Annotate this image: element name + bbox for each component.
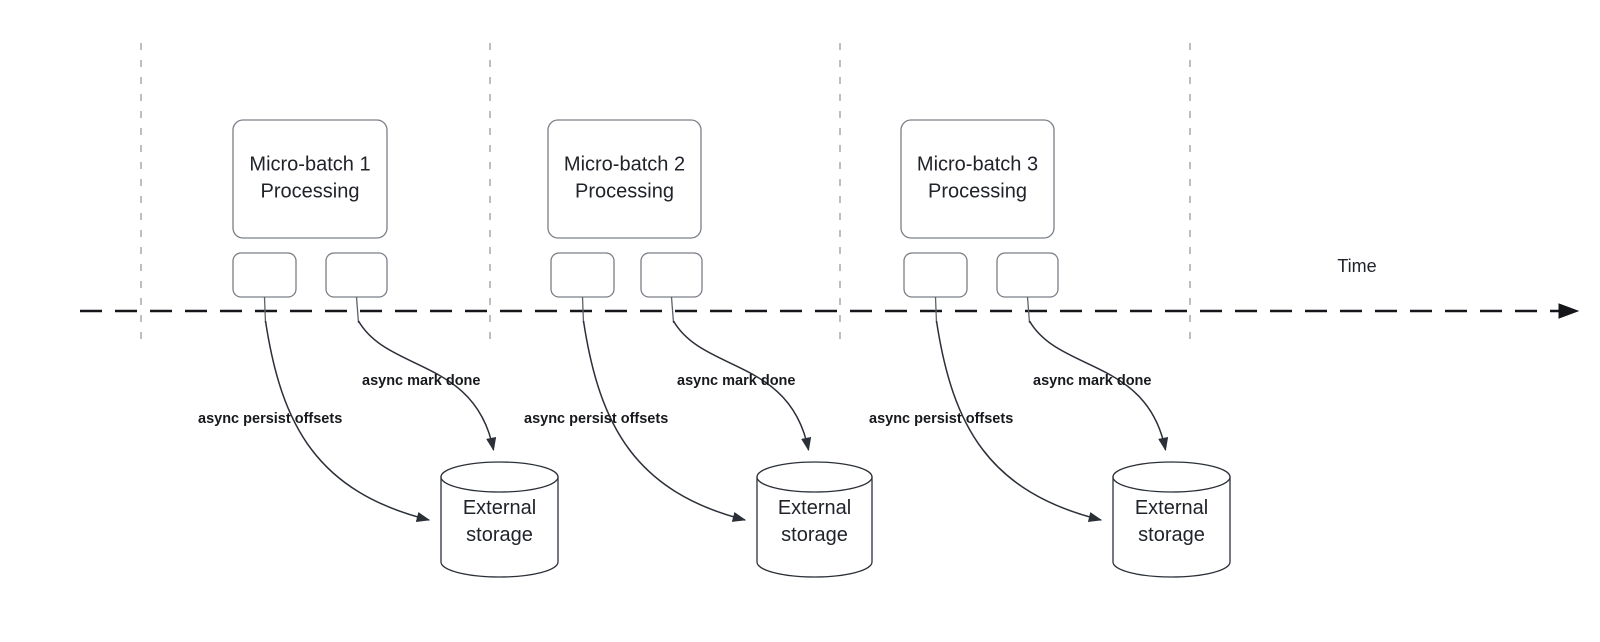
micro-batch-3-label-line2: Processing <box>928 180 1027 202</box>
micro-batch-1-label-line2: Processing <box>261 180 360 202</box>
micro-batch-2-label-line2: Processing <box>575 180 674 202</box>
micro-batch-1-markdone-stem <box>355 296 360 324</box>
micro-batch-2-mark-done-label: async mark done <box>677 373 795 389</box>
micro-batch-3-persist-stem <box>934 296 938 324</box>
micro-batch-2-task-persist-box[interactable] <box>550 252 615 298</box>
micro-batch-1-box[interactable] <box>232 119 388 239</box>
micro-batch-3-persist-offsets-arrow <box>935 320 1103 522</box>
time-axis-label: Time <box>1337 256 1376 276</box>
micro-batch-2-mark-done-arrow <box>672 320 812 452</box>
micro-batch-1-storage-cylinder-top <box>440 461 559 493</box>
micro-batch-3-persist-offsets-label: async persist offsets <box>869 411 1013 427</box>
micro-batch-2-storage-cylinder-top <box>756 461 873 493</box>
micro-batch-1-persist-stem <box>263 296 267 324</box>
micro-batch-1-mark-done-label: async mark done <box>362 373 480 389</box>
micro-batch-1-storage-label-line1: External <box>463 497 536 519</box>
micro-batch-1-mark-done-arrow <box>357 320 497 452</box>
micro-batch-2-persist-offsets-label: async persist offsets <box>524 411 668 427</box>
micro-batch-1-task-persist-box[interactable] <box>232 252 297 298</box>
micro-batch-3-storage-label-line1: External <box>1135 497 1208 519</box>
micro-batch-1-persist-offsets-arrow <box>264 320 431 522</box>
micro-batch-2-markdone-stem <box>670 296 675 324</box>
micro-batch-2-label-line1: Micro-batch 2 <box>564 153 685 175</box>
micro-batch-3-storage-cylinder-top <box>1112 461 1231 493</box>
micro-batch-3-markdone-stem <box>1026 296 1031 324</box>
micro-batch-3-mark-done-label: async mark done <box>1033 373 1151 389</box>
micro-batch-1-task-markdone-box[interactable] <box>325 252 388 298</box>
micro-batch-3-task-markdone-box[interactable] <box>996 252 1059 298</box>
micro-batch-1-storage-label-line2: storage <box>466 524 533 546</box>
micro-batch-1-label-line1: Micro-batch 1 <box>249 153 370 175</box>
micro-batch-2-persist-stem <box>581 296 585 324</box>
micro-batch-3-box[interactable] <box>900 119 1055 239</box>
micro-batch-3-mark-done-arrow <box>1028 320 1169 452</box>
micro-batch-3-storage-cylinder-body[interactable] <box>1112 476 1231 578</box>
micro-batch-1-storage-cylinder-body[interactable] <box>440 476 559 578</box>
micro-batch-2-box[interactable] <box>547 119 702 239</box>
micro-batch-2-storage-label-line2: storage <box>781 524 848 546</box>
micro-batch-2-persist-offsets-arrow <box>582 320 747 522</box>
micro-batch-2-task-markdone-box[interactable] <box>640 252 703 298</box>
micro-batch-2-storage-label-line1: External <box>778 497 851 519</box>
micro-batch-3-storage-label-line2: storage <box>1138 524 1205 546</box>
micro-batch-1-persist-offsets-label: async persist offsets <box>198 411 342 427</box>
micro-batch-3-task-persist-box[interactable] <box>903 252 968 298</box>
micro-batch-2-storage-cylinder-body[interactable] <box>756 476 873 578</box>
micro-batch-3-label-line1: Micro-batch 3 <box>917 153 1038 175</box>
timeline-axis-group: Time <box>80 256 1580 319</box>
